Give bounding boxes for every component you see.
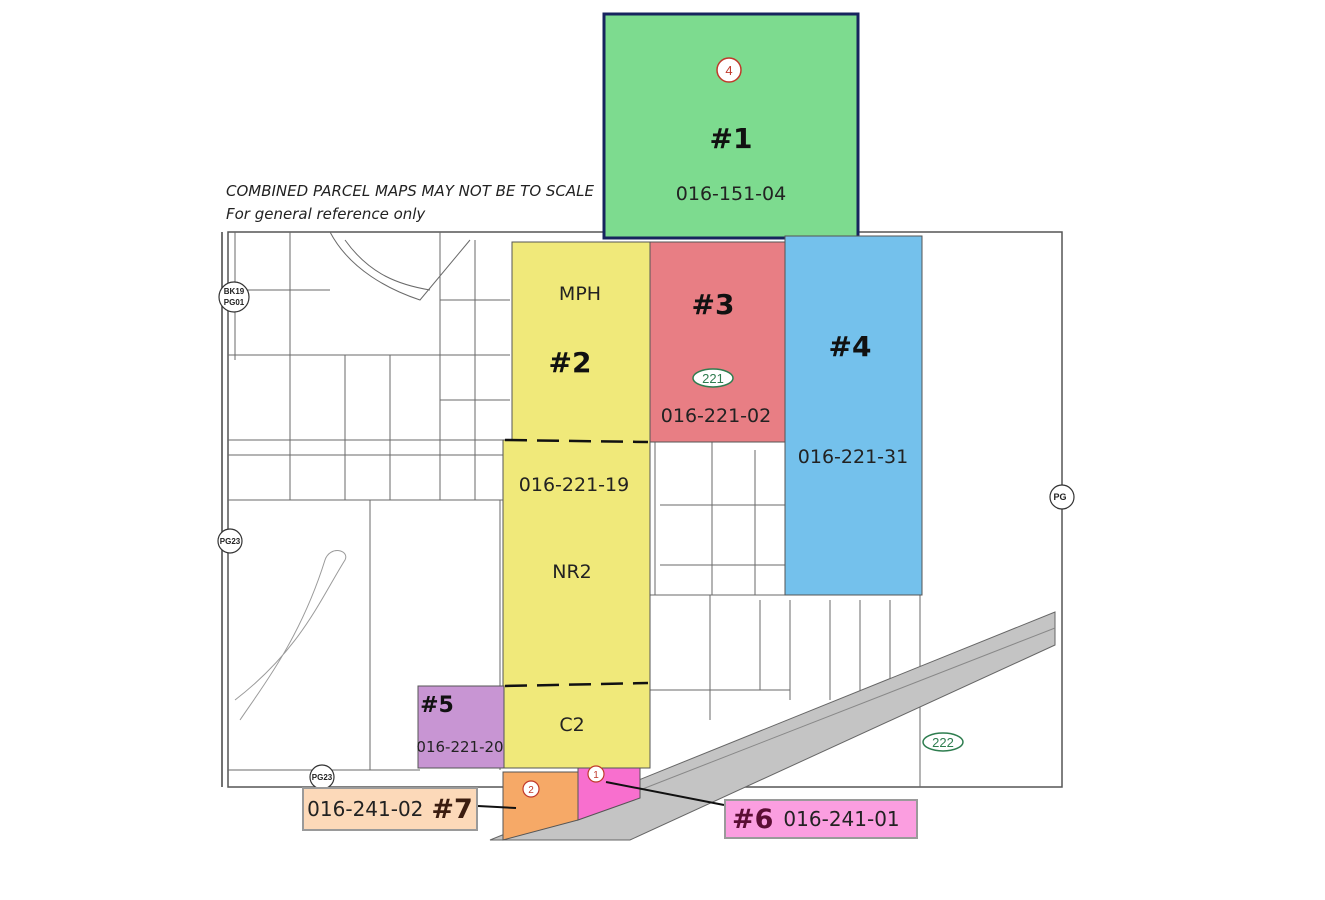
reach-trails bbox=[234, 550, 347, 721]
parcel-4-number: #4 bbox=[829, 330, 872, 363]
parcel-6-circle-marker bbox=[587, 765, 605, 783]
parcel-5[interactable] bbox=[417, 685, 505, 769]
pg-right-marker bbox=[1049, 484, 1075, 510]
parcel-4[interactable] bbox=[784, 235, 923, 596]
parcel-1-apn: 016-151-04 bbox=[676, 183, 786, 205]
parcel-6-circle-text: 1 bbox=[593, 770, 599, 781]
parcel-7-circle-text: 2 bbox=[528, 785, 534, 796]
pg23-left-marker bbox=[217, 528, 243, 554]
parcel-7[interactable] bbox=[502, 771, 579, 841]
parcel-2-zone-mid: NR2 bbox=[552, 561, 592, 583]
bk-pg-text-line2: PG01 bbox=[224, 298, 245, 307]
callout-parcel-6: #6 016-241-01 bbox=[724, 799, 918, 839]
callout-6-number: #6 bbox=[732, 803, 774, 835]
callout-6-apn: 016-241-01 bbox=[783, 807, 900, 831]
parcel-2-separator-lower bbox=[504, 681, 649, 688]
parcel-2[interactable] bbox=[502, 241, 651, 769]
parcel-4-apn: 016-221-31 bbox=[798, 446, 908, 468]
parcel-3-apn: 016-221-02 bbox=[661, 405, 771, 427]
parcel-5-number: #5 bbox=[420, 693, 454, 718]
leader-line-7 bbox=[477, 805, 517, 809]
parcel-1-circle-text: 4 bbox=[725, 63, 732, 78]
oval-222-marker bbox=[922, 732, 964, 752]
callout-7-apn: 016-241-02 bbox=[307, 797, 424, 821]
parcel-3-number: #3 bbox=[692, 288, 735, 321]
parcel-1-number: #1 bbox=[710, 122, 753, 155]
parcel-2-number: #2 bbox=[549, 346, 592, 379]
base-parcel-lines bbox=[228, 231, 510, 771]
parcel-2-zone-bottom: C2 bbox=[559, 714, 584, 736]
bk-pg-text-line1: BK19 bbox=[224, 287, 245, 296]
bk-pg-marker bbox=[218, 281, 250, 313]
pg23-left-text: PG23 bbox=[220, 537, 241, 546]
parcel-1-circle-marker bbox=[716, 57, 742, 83]
parcel-3[interactable] bbox=[649, 241, 786, 443]
reference-disclaimer: For general reference only bbox=[226, 205, 426, 223]
scale-disclaimer: COMBINED PARCEL MAPS MAY NOT BE TO SCALE bbox=[226, 182, 595, 200]
parcel-2-zone-top: MPH bbox=[559, 283, 601, 305]
parcel-5-apn: 016-221-20 bbox=[416, 738, 503, 756]
parcel-3-oval-text: 221 bbox=[702, 371, 724, 386]
leader-line-6 bbox=[605, 781, 725, 806]
parcel-2-separator-upper bbox=[504, 438, 649, 444]
oval-222-text: 222 bbox=[932, 735, 954, 750]
abandonment-road bbox=[639, 627, 1056, 791]
pg-right-text: PG bbox=[1053, 492, 1066, 502]
parcel-7-circle-marker bbox=[522, 780, 540, 798]
parcel-2-apn: 016-221-19 bbox=[519, 474, 629, 496]
callout-parcel-7: 016-241-02 #7 bbox=[302, 787, 478, 831]
callout-7-number: #7 bbox=[431, 793, 473, 825]
pg23-bottom-text: PG23 bbox=[312, 773, 333, 782]
parcel-3-oval-marker bbox=[692, 368, 734, 388]
